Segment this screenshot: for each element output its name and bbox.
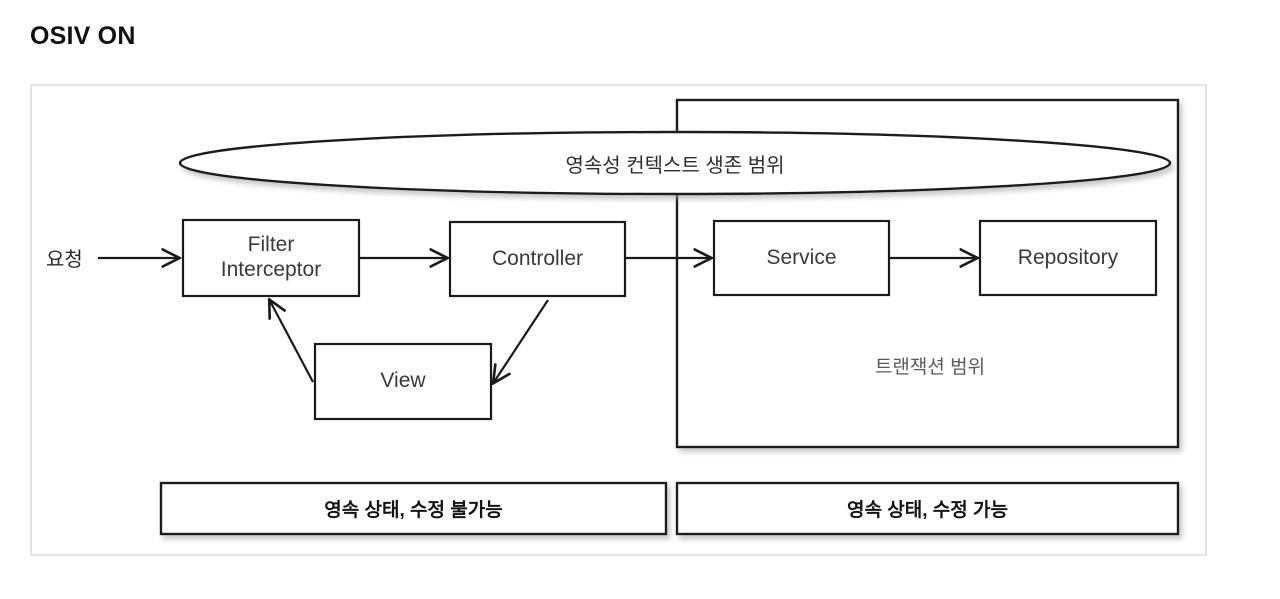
page-title: OSIV ON — [30, 22, 136, 50]
transaction-scope-label: 트랜잭션 범위 — [874, 357, 986, 378]
persistence-context-scope-label: 영속성 컨텍스트 생존 범위 — [565, 154, 785, 177]
state-bar-right-label: 영속 상태, 수정 가능 — [847, 500, 1008, 521]
state-bar-left-label: 영속 상태, 수정 불가능 — [324, 500, 503, 521]
request-label: 요청 — [46, 249, 83, 271]
